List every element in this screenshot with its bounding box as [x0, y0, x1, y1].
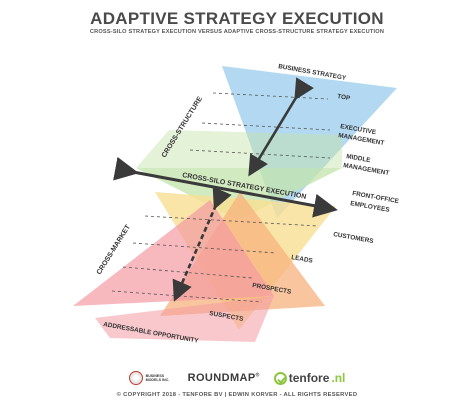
- tenfore-check-icon: [273, 371, 287, 385]
- level-customers: CUSTOMERS: [333, 231, 375, 245]
- cross-structure-arrow: [248, 77, 314, 177]
- level-executive-management: MANAGEMENT: [338, 132, 385, 147]
- tenfore-logo-tld: .nl: [331, 371, 346, 385]
- level-top: TOP: [337, 93, 352, 102]
- bmi-logo: BUSINESS MODELS INC.: [128, 371, 174, 385]
- level-middle-management: MANAGEMENT: [343, 162, 390, 177]
- footer-logos: BUSINESS MODELS INC. ROUNDMAP® tenfore.n…: [0, 368, 474, 388]
- cross-market-arrow: [172, 186, 232, 302]
- level-leads: LEADS: [291, 254, 314, 265]
- tenfore-logo: tenfore.nl: [273, 371, 346, 385]
- roundmap-logo-map: MAP: [229, 372, 256, 384]
- copyright-text: © COPYRIGHT 2018 - TENFORE BV | EDWIN KO…: [116, 392, 358, 398]
- bmi-logo-text: BUSINESS MODELS INC.: [145, 374, 170, 382]
- market-triangle: [73, 192, 336, 342]
- roundmap-logo-round: ROUND: [187, 372, 230, 384]
- bmi-icon: [128, 371, 143, 385]
- page-subtitle: CROSS-SILO STRATEGY EXECUTION VERSUS ADA…: [89, 29, 385, 35]
- roundmap-trademark: ®: [255, 372, 260, 379]
- cross-silo-arrow: [113, 156, 338, 218]
- tenfore-logo-name: tenfore: [288, 371, 330, 385]
- page-title: ADAPTIVE STRATEGY EXECUTION: [90, 9, 384, 28]
- pink-lower-band: [95, 296, 274, 342]
- level-middle: MIDDLE: [346, 153, 372, 164]
- roundmap-logo: ROUNDMAP®: [188, 372, 260, 384]
